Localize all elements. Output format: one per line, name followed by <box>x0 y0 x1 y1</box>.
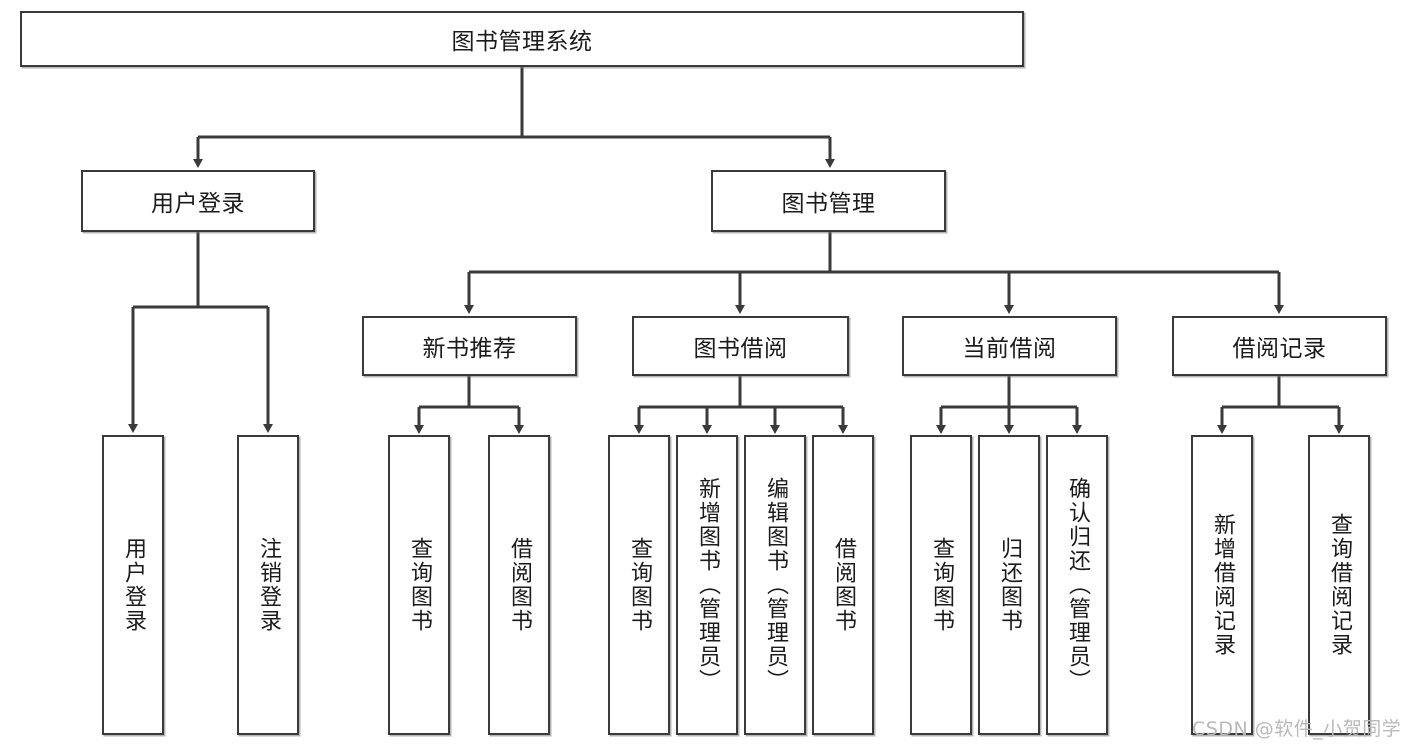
node-leaf-add-record-label: 新增借阅记录 <box>1210 513 1235 657</box>
node-leaf-borrow-book-1[interactable]: 借阅图书 <box>488 435 550 735</box>
node-book-manage[interactable]: 图书管理 <box>711 170 946 232</box>
node-leaf-add-book[interactable]: 新增图书（管理员） <box>676 435 738 735</box>
node-root-label: 图书管理系统 <box>451 29 593 55</box>
node-leaf-query-book-2[interactable]: 查询图书 <box>608 435 670 735</box>
node-book-borrow[interactable]: 图书借阅 <box>632 316 849 376</box>
node-leaf-borrow-book-1-label: 借阅图书 <box>507 537 532 633</box>
node-leaf-borrow-book-2-label: 借阅图书 <box>831 537 856 633</box>
node-leaf-query-book-3[interactable]: 查询图书 <box>910 435 972 735</box>
node-borrow-record-label: 借阅记录 <box>1232 336 1327 362</box>
node-leaf-user-logout[interactable]: 注销登录 <box>237 435 299 735</box>
node-root[interactable]: 图书管理系统 <box>20 11 1024 67</box>
node-borrow-record[interactable]: 借阅记录 <box>1172 316 1387 376</box>
node-book-manage-label: 图书管理 <box>781 191 876 217</box>
node-leaf-query-book-1[interactable]: 查询图书 <box>388 435 450 735</box>
node-leaf-query-book-2-label: 查询图书 <box>627 537 652 633</box>
node-leaf-user-login-label: 用户登录 <box>121 537 146 633</box>
node-leaf-query-book-3-label: 查询图书 <box>929 537 954 633</box>
node-leaf-query-record[interactable]: 查询借阅记录 <box>1308 435 1370 735</box>
node-book-borrow-label: 图书借阅 <box>693 336 788 362</box>
node-leaf-edit-book-label: 编辑图书（管理员） <box>763 477 788 693</box>
node-leaf-confirm-return-label: 确认归还（管理员） <box>1065 477 1090 693</box>
node-new-book-recommend[interactable]: 新书推荐 <box>362 316 577 376</box>
node-leaf-query-record-label: 查询借阅记录 <box>1327 513 1352 657</box>
node-leaf-user-login[interactable]: 用户登录 <box>102 435 164 735</box>
node-leaf-add-record[interactable]: 新增借阅记录 <box>1191 435 1253 735</box>
node-leaf-return-book-label: 归还图书 <box>997 537 1022 633</box>
node-user-login[interactable]: 用户登录 <box>81 170 315 232</box>
watermark: CSDN @软件_小贺同学 <box>1192 718 1402 740</box>
node-leaf-edit-book[interactable]: 编辑图书（管理员） <box>744 435 806 735</box>
node-leaf-user-logout-label: 注销登录 <box>256 537 281 633</box>
node-leaf-query-book-1-label: 查询图书 <box>407 537 432 633</box>
node-leaf-return-book[interactable]: 归还图书 <box>978 435 1040 735</box>
node-leaf-confirm-return[interactable]: 确认归还（管理员） <box>1046 435 1108 735</box>
node-leaf-add-book-label: 新增图书（管理员） <box>695 477 720 693</box>
node-current-borrow[interactable]: 当前借阅 <box>902 316 1117 376</box>
node-new-book-recommend-label: 新书推荐 <box>422 336 517 362</box>
node-current-borrow-label: 当前借阅 <box>962 336 1057 362</box>
node-leaf-borrow-book-2[interactable]: 借阅图书 <box>812 435 874 735</box>
node-user-login-label: 用户登录 <box>151 191 245 217</box>
